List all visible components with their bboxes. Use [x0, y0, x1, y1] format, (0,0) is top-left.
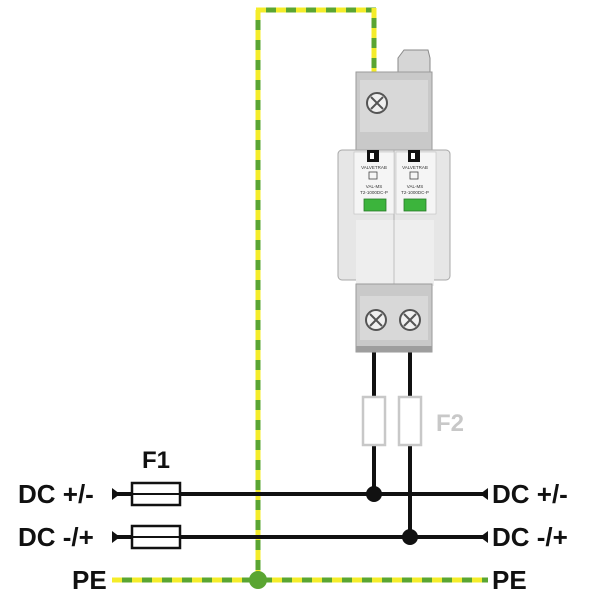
dc-pos-label-right: DC +/-	[492, 479, 568, 509]
fuse-f1-label: F1	[142, 447, 170, 474]
junction-dot-pe	[249, 571, 267, 589]
dc-neg-label-left: DC -/+	[18, 522, 94, 552]
junction-dot-dc-pos	[366, 486, 382, 502]
surge-protective-device: VALVETRAB VALVETRAB VAL-MS T2-1000DC-P V…	[337, 49, 451, 353]
status-indicator-right	[403, 198, 427, 212]
brand-label-left: VALVETRAB	[361, 165, 387, 170]
junction-dot-dc-neg	[402, 529, 418, 545]
pe-conductor	[112, 7, 488, 583]
dc-neg-label-right: DC -/+	[492, 522, 568, 552]
model-label-right-1: VAL-MS	[407, 184, 423, 189]
screw-top-icon	[366, 92, 388, 114]
screw-bottom-right-icon	[399, 309, 421, 331]
fuse-f2-label: F2	[436, 410, 464, 437]
terminal-markers	[112, 488, 488, 543]
brand-label-right: VALVETRAB	[402, 165, 428, 170]
model-label-right-2: T2-1000DC-P	[401, 190, 429, 195]
fuse-f2	[361, 395, 423, 447]
model-label-left-1: VAL-MS	[366, 184, 382, 189]
pe-label-right: PE	[492, 565, 527, 595]
screw-bottom-left-icon	[365, 309, 387, 331]
fuse-f1	[130, 481, 182, 550]
fuse-f2-right	[397, 395, 423, 447]
brand-logo-icon	[367, 150, 420, 162]
fuse-f2-left	[361, 395, 387, 447]
dc-pos-label-left: DC +/-	[18, 479, 94, 509]
dc-conductors	[112, 352, 488, 539]
model-label-left-2: T2-1000DC-P	[360, 190, 388, 195]
din-clip	[397, 49, 431, 73]
pe-label-left: PE	[72, 565, 107, 595]
status-indicator-left	[363, 198, 387, 212]
